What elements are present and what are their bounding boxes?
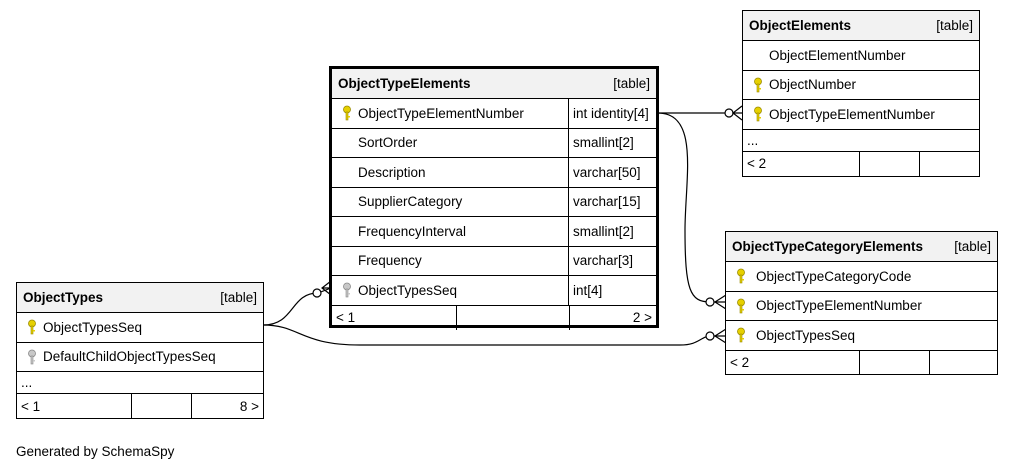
primary-key-icon: [21, 319, 43, 335]
column-row[interactable]: FrequencyInterval smallint[2]: [332, 217, 656, 247]
crowsfoot-marker: [713, 328, 727, 344]
primary-key-icon: [336, 105, 358, 121]
column-type: int[4]: [568, 276, 656, 305]
more-columns: ...: [17, 372, 263, 394]
children-count[interactable]: 8 >: [191, 394, 263, 418]
table-kind: [table]: [954, 239, 991, 254]
children-count[interactable]: 2 >: [569, 305, 656, 330]
column-name: DefaultChildObjectTypesSeq: [43, 349, 216, 365]
primary-key-icon: [730, 268, 752, 284]
table-header: ObjectTypeElements [table]: [332, 69, 656, 99]
column-row[interactable]: ObjectTypeCategoryCode: [726, 262, 997, 292]
column-row[interactable]: ObjectTypesSeq: [726, 321, 997, 351]
column-row[interactable]: ObjectTypeElementNumber int identity[4]: [332, 99, 656, 129]
column-type: smallint[2]: [568, 128, 656, 157]
column-name: ObjectTypeCategoryCode: [756, 268, 912, 284]
primary-key-icon: [730, 327, 752, 343]
zero-marker: [705, 331, 715, 341]
column-row[interactable]: DefaultChildObjectTypesSeq: [17, 343, 263, 372]
table-footer: < 1 2 >: [332, 305, 656, 330]
column-row[interactable]: Frequency varchar[3]: [332, 246, 656, 276]
foreign-key-icon: [21, 349, 43, 365]
column-type: varchar[15]: [568, 187, 656, 216]
column-row[interactable]: ObjectElementNumber: [743, 41, 979, 71]
table-kind: [table]: [613, 76, 650, 91]
table-header: ObjectTypes [table]: [17, 283, 263, 313]
column-type: varchar[50]: [568, 158, 656, 187]
column-name: FrequencyInterval: [358, 223, 467, 239]
column-name: ObjectTypesSeq: [43, 319, 143, 335]
column-row[interactable]: SortOrder smallint[2]: [332, 128, 656, 158]
zero-marker: [724, 108, 734, 118]
table-footer: < 1 8 >: [17, 394, 263, 418]
parents-count[interactable]: < 1: [21, 398, 41, 414]
zero-marker: [312, 288, 322, 298]
column-name: Frequency: [358, 253, 422, 269]
foreign-key-icon: [336, 282, 358, 298]
table-name: ObjectTypeCategoryElements: [732, 239, 924, 254]
column-name: ObjectNumber: [769, 77, 857, 93]
column-name: ObjectTypesSeq: [756, 327, 856, 343]
table-footer: < 2: [743, 151, 979, 176]
primary-key-icon: [747, 106, 769, 122]
table-name: ObjectTypes: [23, 290, 104, 305]
column-row[interactable]: SupplierCategory varchar[15]: [332, 187, 656, 217]
table-header: ObjectElements [table]: [743, 11, 979, 41]
column-name: ObjectElementNumber: [769, 47, 906, 63]
column-name: ObjectTypeElementNumber: [756, 298, 922, 314]
generated-by-label: Generated by SchemaSpy: [16, 444, 175, 459]
link-objecttypes-to-categoryelements: [262, 324, 726, 346]
table-name: ObjectElements: [749, 18, 852, 33]
primary-key-icon: [747, 77, 769, 93]
table-header: ObjectTypeCategoryElements [table]: [726, 232, 997, 262]
column-name: SortOrder: [358, 135, 418, 151]
column-type: int identity[4]: [568, 99, 656, 128]
table-objecttypes[interactable]: ObjectTypes [table] ObjectTypesSeq Defau…: [16, 282, 264, 419]
parents-count[interactable]: < 1: [336, 310, 356, 325]
column-name: SupplierCategory: [358, 194, 463, 210]
link-typeelements-to-categoryelements: [657, 112, 726, 303]
column-row[interactable]: ObjectNumber: [743, 71, 979, 100]
crowsfoot-marker: [732, 105, 743, 121]
column-name: ObjectTypesSeq: [358, 282, 458, 298]
column-row[interactable]: Description varchar[50]: [332, 158, 656, 188]
table-kind: [table]: [936, 18, 973, 33]
parents-count[interactable]: < 2: [730, 355, 750, 370]
column-row[interactable]: ObjectTypesSeq int[4]: [332, 276, 656, 306]
table-name: ObjectTypeElements: [338, 76, 471, 91]
table-footer: < 2: [726, 350, 997, 375]
column-name: ObjectTypeElementNumber: [358, 105, 524, 121]
column-type: smallint[2]: [568, 217, 656, 246]
table-objectelements[interactable]: ObjectElements [table] ObjectElementNumb…: [742, 10, 980, 177]
column-row[interactable]: ObjectTypesSeq: [17, 313, 263, 343]
column-row[interactable]: ObjectTypeElementNumber: [726, 292, 997, 321]
zero-marker: [705, 297, 715, 307]
table-objecttypecategoryelements[interactable]: ObjectTypeCategoryElements [table] Objec…: [725, 231, 998, 375]
table-objecttypeelements[interactable]: ObjectTypeElements [table] ObjectTypeEle…: [329, 66, 659, 330]
column-type: varchar[3]: [568, 246, 656, 275]
column-name: Description: [358, 164, 426, 180]
primary-key-icon: [730, 298, 752, 314]
table-kind: [table]: [220, 290, 257, 305]
column-row[interactable]: ObjectTypeElementNumber: [743, 100, 979, 130]
crowsfoot-marker: [713, 294, 727, 310]
column-name: ObjectTypeElementNumber: [769, 106, 935, 122]
more-columns: ...: [743, 130, 979, 152]
parents-count[interactable]: < 2: [747, 156, 767, 171]
